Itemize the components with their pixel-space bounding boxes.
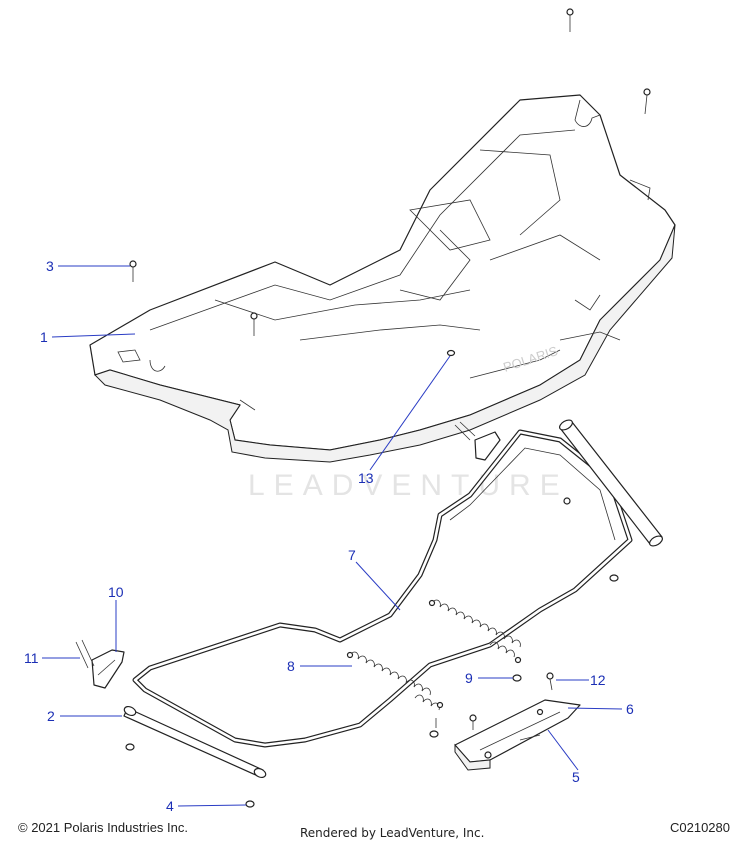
screw-lower (469, 714, 477, 730)
spring-upper (428, 599, 522, 664)
tube-2 (123, 705, 267, 779)
bolt-3 (129, 260, 137, 282)
callout-2: 2 (47, 708, 55, 724)
pins-11 (75, 639, 95, 669)
nut-9 (512, 674, 522, 682)
screw-12 (546, 672, 554, 691)
callout-8: 8 (287, 658, 295, 674)
callout-12: 12 (590, 672, 606, 688)
washer-loose-1 (125, 743, 135, 751)
washer-loose-2 (429, 718, 439, 738)
copyright-text: © 2021 Polaris Industries Inc. (18, 820, 188, 835)
callout-labels: 3 1 2 4 5 6 7 8 9 10 11 12 13 (24, 258, 634, 814)
bracket-10 (91, 649, 125, 689)
tube-right (559, 419, 663, 547)
hook-bracket (454, 421, 501, 461)
nut-right (609, 574, 619, 582)
callout-6: 6 (626, 701, 634, 717)
callout-5: 5 (572, 769, 580, 785)
callout-3: 3 (46, 258, 54, 274)
callout-7: 7 (348, 547, 356, 563)
bolt-top-2 (643, 88, 651, 115)
callout-4: 4 (166, 798, 174, 814)
callout-9: 9 (465, 670, 473, 686)
washer-13 (446, 349, 456, 357)
bracket-5-6 (454, 699, 581, 771)
watermark-text: LEADVENTURE (248, 469, 569, 502)
spring-lower (346, 651, 444, 711)
rendered-by-text: Rendered by LeadVenture, Inc. (300, 826, 485, 840)
front-rack-body: POLARIS (89, 94, 676, 463)
callout-13: 13 (358, 470, 374, 486)
callout-11: 11 (24, 650, 39, 666)
bolt-body (250, 312, 258, 336)
bolt-top-1 (566, 8, 574, 32)
washer-4 (245, 800, 255, 808)
leader-lines (42, 265, 623, 807)
drawing-code: C0210280 (670, 820, 730, 835)
callout-10: 10 (108, 584, 124, 600)
callout-1: 1 (40, 329, 48, 345)
wire-frame (132, 429, 633, 748)
